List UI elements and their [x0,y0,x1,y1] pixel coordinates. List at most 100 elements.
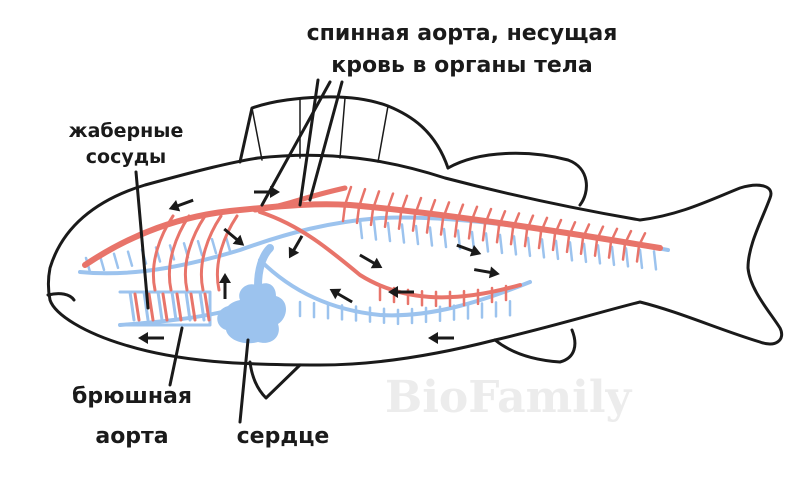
arterial-capillary [341,203,347,223]
arterial-capillary [399,194,409,214]
arterial-capillary [609,227,619,243]
arterial-capillary [383,209,389,229]
pointer-dorsal-aorta-1 [298,78,320,207]
arterial-capillary [539,216,549,234]
aorta-root [252,185,348,213]
dorsal-fin-soft [446,151,588,207]
arterial-capillary [621,242,627,261]
label-ventral-aorta-line2: аорта [95,424,168,449]
venous-capillary [210,237,218,255]
venous-capillary [638,248,644,270]
gill-arch-arterial [167,214,191,292]
watermark: BioFamily [385,372,633,423]
gill-arch-arterial [161,292,169,322]
arterial-capillary [495,224,501,244]
gill-arch-arterial [175,292,183,322]
arterial-capillary [553,218,563,236]
dorsal-aorta-branch [258,210,522,300]
venous-capillary [400,223,406,244]
label-gill-vessels-line1: жаберные [69,120,184,142]
venous-capillary [498,233,504,255]
arterial-capillary [579,236,585,256]
venous-capillary [126,250,134,267]
arterial-capillary [595,225,605,241]
arterial-capillary [427,198,437,218]
flow-arrow [288,235,304,259]
arterial-capillary [481,223,487,242]
flow-arrow [456,243,482,257]
fish-mouth [46,292,76,302]
heart [217,283,286,344]
arterial-capillary [509,226,515,246]
flow-arrow [428,332,454,344]
venous-capillary [414,224,420,246]
pointer-lines [134,78,344,424]
arterial-capillary [343,185,353,207]
label-ventral-aorta-line1: брюшная [72,384,192,409]
gill-arch-arterial [203,292,211,322]
gill-arch-arterial [133,292,141,322]
gill-vessels [128,214,239,322]
arterial-capillary [637,232,647,247]
gill-arch-venous [198,290,206,322]
label-dorsal-aorta-line2: кровь в органы тела [331,53,592,78]
flow-arrow [168,198,194,212]
arterial-capillary [565,234,571,254]
arterial-capillary [397,211,403,230]
arterial-capillary [623,229,633,245]
venous-capillary [512,235,518,256]
gill-arch-venous [170,290,178,322]
label-dorsal-aorta-line1: спинная аорта, несущая [307,21,618,46]
pointer-dorsal-aorta-2 [260,80,332,207]
arterial-capillary [469,205,479,224]
flow-arrow [138,332,164,344]
venous-capillary [554,239,560,261]
gill-arch-arterial [183,214,207,292]
fish-body [47,153,784,367]
gill-arch-arterial [151,214,175,292]
venous-capillary [372,220,378,241]
gill-arch-arterial [199,214,223,292]
arterial-capillary [413,196,423,216]
arterial-capillary [453,219,459,238]
heart-vessel-up [254,244,274,290]
gill-arch-venous [142,290,150,322]
arterial-capillary [411,213,417,232]
arterial-capillary [567,221,577,238]
arterial-capillary [551,232,557,252]
flow-arrow [359,253,383,269]
gill-arch-venous [184,290,192,322]
dorsal-aorta [82,201,663,268]
venous-capillary [196,239,204,257]
venous-capillary [624,247,630,268]
label-heart: сердце [237,424,330,449]
flow-arrow [223,227,245,246]
arterial-capillary [441,201,451,220]
fin-spines [251,97,389,163]
venous-capillary [386,221,392,243]
pointer-gill-vessels [134,170,150,310]
venous-capillary [442,227,448,249]
venous-capillary [540,238,546,259]
arterial-capillary [523,228,529,248]
gill-arch-venous [156,290,164,322]
venous-capillary [582,242,588,264]
arterial-capillary [525,214,535,232]
arterial-capillary [355,205,361,225]
dorsal-fin-spiny [238,95,450,170]
flow-arrow [219,273,231,299]
venous-capillary [112,252,120,270]
gill-arch-arterial [147,292,155,322]
label-gill-vessels-line2: сосуды [86,146,167,168]
arterial-capillary [607,240,613,259]
gill-arch-arterial [215,214,239,292]
flow-arrow [329,288,353,304]
venous-capillary [526,236,532,258]
arterial-capillary [385,192,395,213]
pointer-dorsal-aorta-3 [308,80,344,202]
pelvic-fin [248,360,302,400]
arterial-capillary [455,203,465,222]
arterial-capillary [371,190,381,211]
venous-capillary [610,245,616,267]
